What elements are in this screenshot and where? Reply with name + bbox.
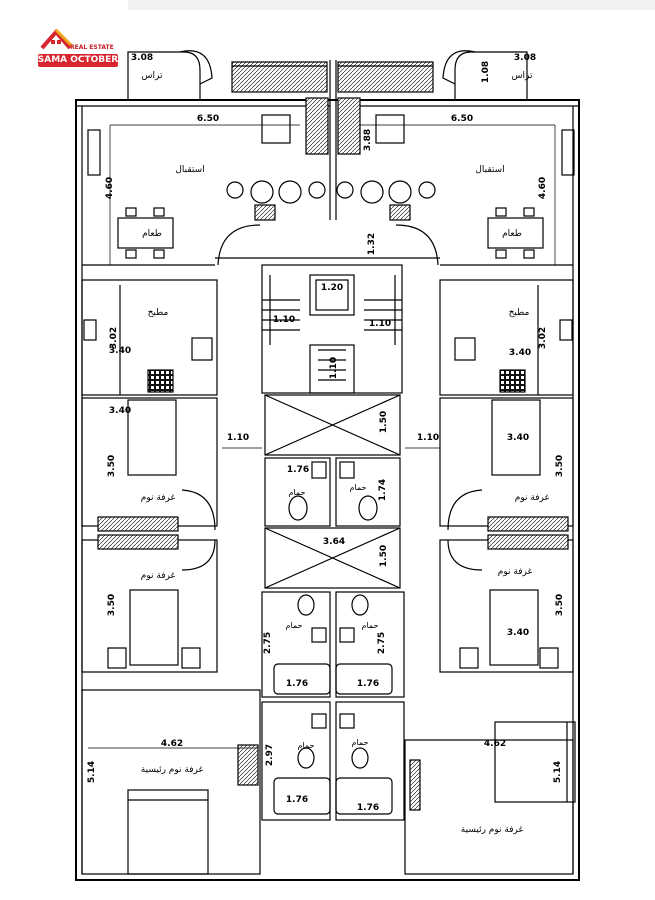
- label-bedroom-1-left: غرفة نوم: [141, 493, 176, 503]
- label-dining-right: طعام: [502, 229, 522, 239]
- label-bedroom-2-left: غرفة نوم: [141, 571, 176, 581]
- bedroom-1-right: [439, 397, 574, 532]
- bathtub-1-left: [273, 663, 331, 695]
- kitchen-left: [81, 279, 218, 396]
- dim-tub1-right: 1.76: [357, 679, 379, 689]
- bathtub-2-left: [273, 777, 331, 815]
- dim-bath2-h: 2.97: [265, 744, 275, 766]
- dim-bath-small-w: 1.76: [287, 465, 309, 475]
- dim-shaft1: 1.50: [379, 411, 389, 433]
- dim-bed1-w-right: 3.40: [507, 433, 529, 443]
- reception-chairs-left: [226, 180, 326, 204]
- label-bath-small-left: حمام: [289, 488, 306, 497]
- dining-table-left: [117, 207, 174, 259]
- bedroom-1-left: [81, 397, 218, 532]
- dim-reception-h-left: 4.60: [105, 177, 115, 199]
- label-bath-1-right: حمام: [362, 621, 379, 630]
- label-master-left: غرفة نوم رئيسية: [141, 765, 204, 775]
- brand-subtitle: REAL ESTATE: [70, 44, 114, 51]
- terrace-left-outline: [127, 51, 201, 100]
- dim-bed1-h-left: 3.50: [107, 455, 117, 477]
- bedroom-2-right: [439, 534, 574, 673]
- dim-center-mid: 3.64: [323, 537, 345, 547]
- shaft-1: [264, 394, 401, 456]
- label-dining-left: طعام: [142, 229, 162, 239]
- label-bath-1-left: حمام: [286, 621, 303, 630]
- dim-kitchen-w-right: 3.40: [509, 348, 531, 358]
- dim-bed1-w-left: 3.40: [109, 406, 131, 416]
- label-terrace-right: تراس: [512, 71, 533, 81]
- dim-kitchen-w-left: 3.40: [109, 346, 131, 356]
- dim-shaft2: 1.50: [379, 545, 389, 567]
- label-bedroom-1-right: غرفة نوم: [515, 493, 550, 503]
- dim-tub2-left: 1.76: [286, 795, 308, 805]
- bathtub-1-right: [335, 663, 393, 695]
- label-bath-2-left: حمام: [298, 741, 315, 750]
- dim-reception-h-right: 4.60: [538, 177, 548, 199]
- dim-tub2-right: 1.76: [357, 803, 379, 813]
- dim-bed2-h-right: 3.50: [555, 594, 565, 616]
- dim-bath-h-right: 2.75: [377, 632, 387, 654]
- dim-kitchen-h-right: 3.02: [538, 327, 548, 349]
- label-master-right: غرفة نوم رئيسية: [461, 825, 524, 835]
- dim-bed2-h-left: 3.50: [107, 594, 117, 616]
- dining-table-right: [487, 207, 544, 259]
- dim-bed2-w-right: 3.40: [507, 628, 529, 638]
- staircase: [261, 264, 403, 394]
- dim-center-top: 3.88: [363, 129, 373, 151]
- dim-terrace-left: 3.08: [131, 53, 153, 63]
- dim-kitchen-h-left: 3.02: [109, 327, 119, 349]
- dim-elevator: 1.20: [321, 283, 343, 293]
- dim-bath-h-left: 2.75: [263, 632, 273, 654]
- dim-bed1-h-right: 3.50: [555, 455, 565, 477]
- terrace-right-outline: [454, 51, 528, 100]
- dim-corridor-left: 1.10: [227, 433, 249, 443]
- dim-corridor-right: 1.10: [417, 433, 439, 443]
- label-bedroom-2-right: غرفة نوم: [498, 567, 533, 577]
- bathtub-2-right: [335, 777, 393, 815]
- house-icon: [40, 28, 74, 50]
- label-reception-right: استقبال: [475, 165, 504, 175]
- dim-stair-right: 1.10: [369, 319, 391, 329]
- kitchen-right: [439, 279, 574, 396]
- dim-terrace-right-depth: 1.08: [481, 61, 491, 83]
- label-terrace-left: تراس: [142, 71, 163, 81]
- dim-stair-landing: 1.32: [367, 233, 377, 255]
- shaft-2: [264, 527, 401, 589]
- dim-stair-left: 1.10: [273, 315, 295, 325]
- label-bath-small-right: حمام: [350, 483, 367, 492]
- outer-wall: [75, 99, 580, 881]
- brand-bar: [38, 54, 118, 67]
- dim-tub1-left: 1.76: [286, 679, 308, 689]
- label-reception-left: استقبال: [175, 165, 204, 175]
- top-strip: [128, 0, 655, 10]
- reception-chairs-right: [336, 180, 436, 204]
- brand-logo: REAL ESTATE SAMA OCTOBER: [36, 26, 120, 70]
- label-kitchen-right: مطبخ: [509, 308, 530, 318]
- bedroom-2-left: [81, 534, 218, 673]
- dim-stair-mid: 1.10: [329, 357, 339, 379]
- dim-master-w-left: 4.62: [161, 739, 183, 749]
- brand-name: SAMA OCTOBER: [37, 55, 119, 65]
- dim-bath-small-h: 1.74: [378, 479, 388, 501]
- dim-master-h-left: 5.14: [87, 761, 97, 783]
- label-kitchen-left: مطبخ: [148, 308, 169, 318]
- dim-terrace-right: 3.08: [514, 53, 536, 63]
- label-bath-2-right: حمام: [352, 738, 369, 747]
- dim-reception-w-right: 6.50: [451, 114, 473, 124]
- dim-reception-w-left: 6.50: [197, 114, 219, 124]
- dim-master-h-right: 5.14: [553, 761, 563, 783]
- dim-master-w-right: 4.62: [484, 739, 506, 749]
- master-bedroom-left: [81, 689, 261, 875]
